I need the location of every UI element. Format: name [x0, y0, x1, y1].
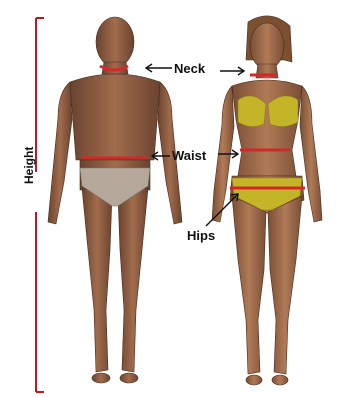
height-label: Height: [23, 147, 35, 184]
height-bracket: [36, 18, 44, 392]
neck-label: Neck: [174, 62, 205, 75]
hips-label: Hips: [187, 229, 215, 242]
waist-label: Waist: [172, 149, 206, 162]
